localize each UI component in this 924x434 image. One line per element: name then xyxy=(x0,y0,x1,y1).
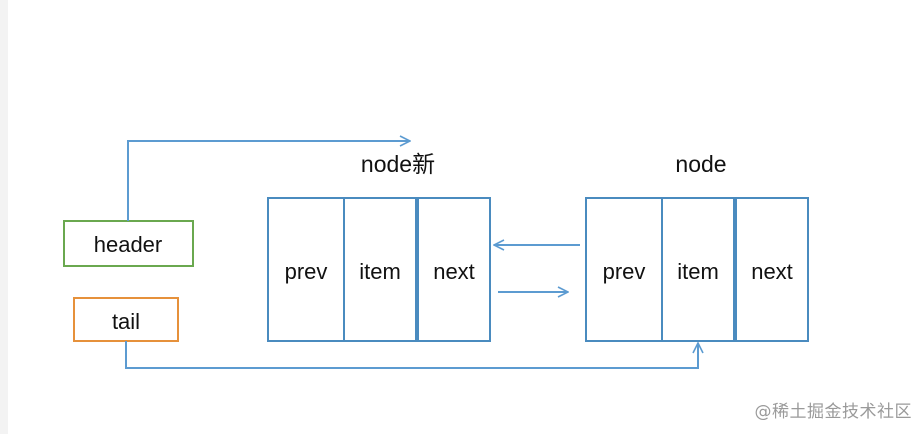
tail-to-node-arrow xyxy=(125,341,698,369)
header-box xyxy=(63,220,194,267)
existing-node: node prev item next xyxy=(585,151,809,342)
existing-node-title: node xyxy=(675,151,726,177)
watermark-text: @稀土掘金技术社区 xyxy=(754,402,912,422)
header-pointer: header xyxy=(63,220,194,267)
new-node-next-label: next xyxy=(433,259,475,284)
existing-node-next-cell xyxy=(735,197,809,342)
new-node-item-label: item xyxy=(359,259,401,284)
existing-node-prev-label: prev xyxy=(603,259,646,284)
new-node-title: node新 xyxy=(361,151,435,177)
header-label: header xyxy=(94,232,163,257)
new-node-item-cell xyxy=(343,197,417,342)
tail-label: tail xyxy=(112,309,140,334)
left-edge-strip xyxy=(0,0,8,434)
new-node-prev-label: prev xyxy=(285,259,328,284)
header-to-new-node-arrow xyxy=(127,141,410,221)
existing-node-item-label: item xyxy=(677,259,719,284)
existing-node-next-label: next xyxy=(751,259,793,284)
tail-box xyxy=(73,297,179,342)
new-node: node新 prev item next xyxy=(267,151,491,342)
existing-node-item-cell xyxy=(661,197,735,342)
new-node-next-cell xyxy=(417,197,491,342)
tail-pointer: tail xyxy=(73,297,179,342)
